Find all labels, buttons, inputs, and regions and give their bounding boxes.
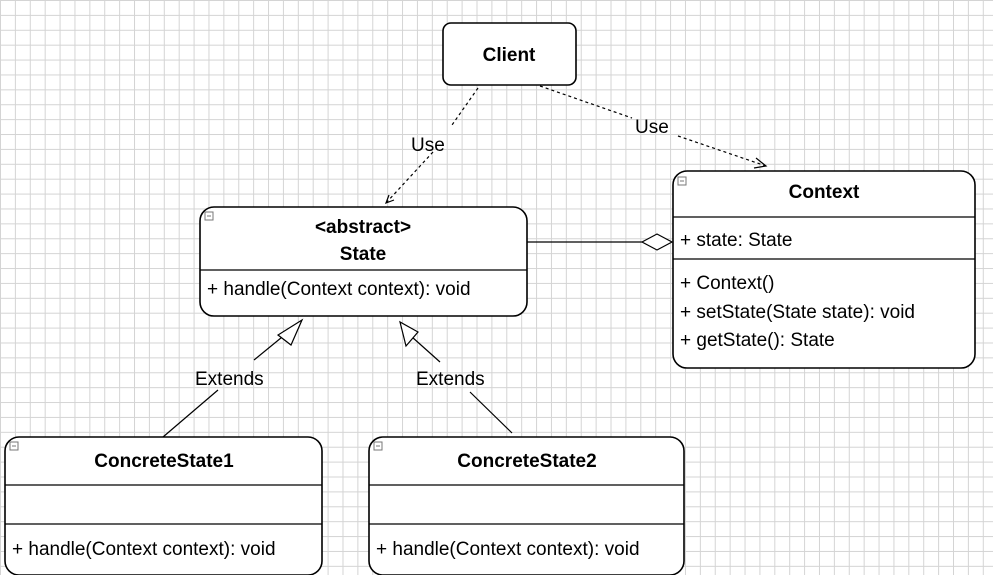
edge-aggregation [527,233,674,251]
concrete-state-1-box[interactable]: ConcreteState1 + handle(Context context)… [4,436,323,575]
edge-label-use-state: Use [411,135,445,156]
concrete-state-1-title: ConcreteState1 [94,451,234,472]
inheritance-triangle [399,320,419,348]
client-title: Client [483,45,536,66]
state-stereotype: <abstract> [315,217,411,238]
aggregation-diamond [640,233,674,251]
client-box[interactable]: Client [442,22,577,86]
context-method-setstate: + setState(State state): void [680,302,915,323]
concrete-state-1-method-handle: + handle(Context context): void [12,539,276,560]
inheritance-triangle [276,318,304,346]
edge-client-context: Use [539,85,768,169]
edge-client-state: Use [384,87,479,205]
concrete-state-2-box[interactable]: ConcreteState2 + handle(Context context)… [368,436,685,575]
edge-label-extends-2: Extends [416,369,485,390]
open-arrow-head [384,194,395,205]
concrete-state-2-method-handle: + handle(Context context): void [376,539,640,560]
context-title: Context [789,182,860,203]
state-method-handle: + handle(Context context): void [207,279,471,300]
context-class-box[interactable]: Context + state: State + Context() + set… [672,170,976,369]
edge-extends-2: Extends [399,320,513,434]
edge-label-extends-1: Extends [195,369,264,390]
state-title: State [340,244,386,265]
context-method-constructor: + Context() [680,273,775,294]
edge-extends-1: Extends [162,318,304,438]
open-arrow-head [753,157,768,169]
concrete-state-2-title: ConcreteState2 [457,451,596,472]
state-class-box[interactable]: <abstract> State + handle(Context contex… [199,206,528,317]
edge-label-use-context: Use [635,117,669,138]
context-method-getstate: + getState(): State [680,330,835,351]
context-attribute-state: + state: State [680,230,793,251]
